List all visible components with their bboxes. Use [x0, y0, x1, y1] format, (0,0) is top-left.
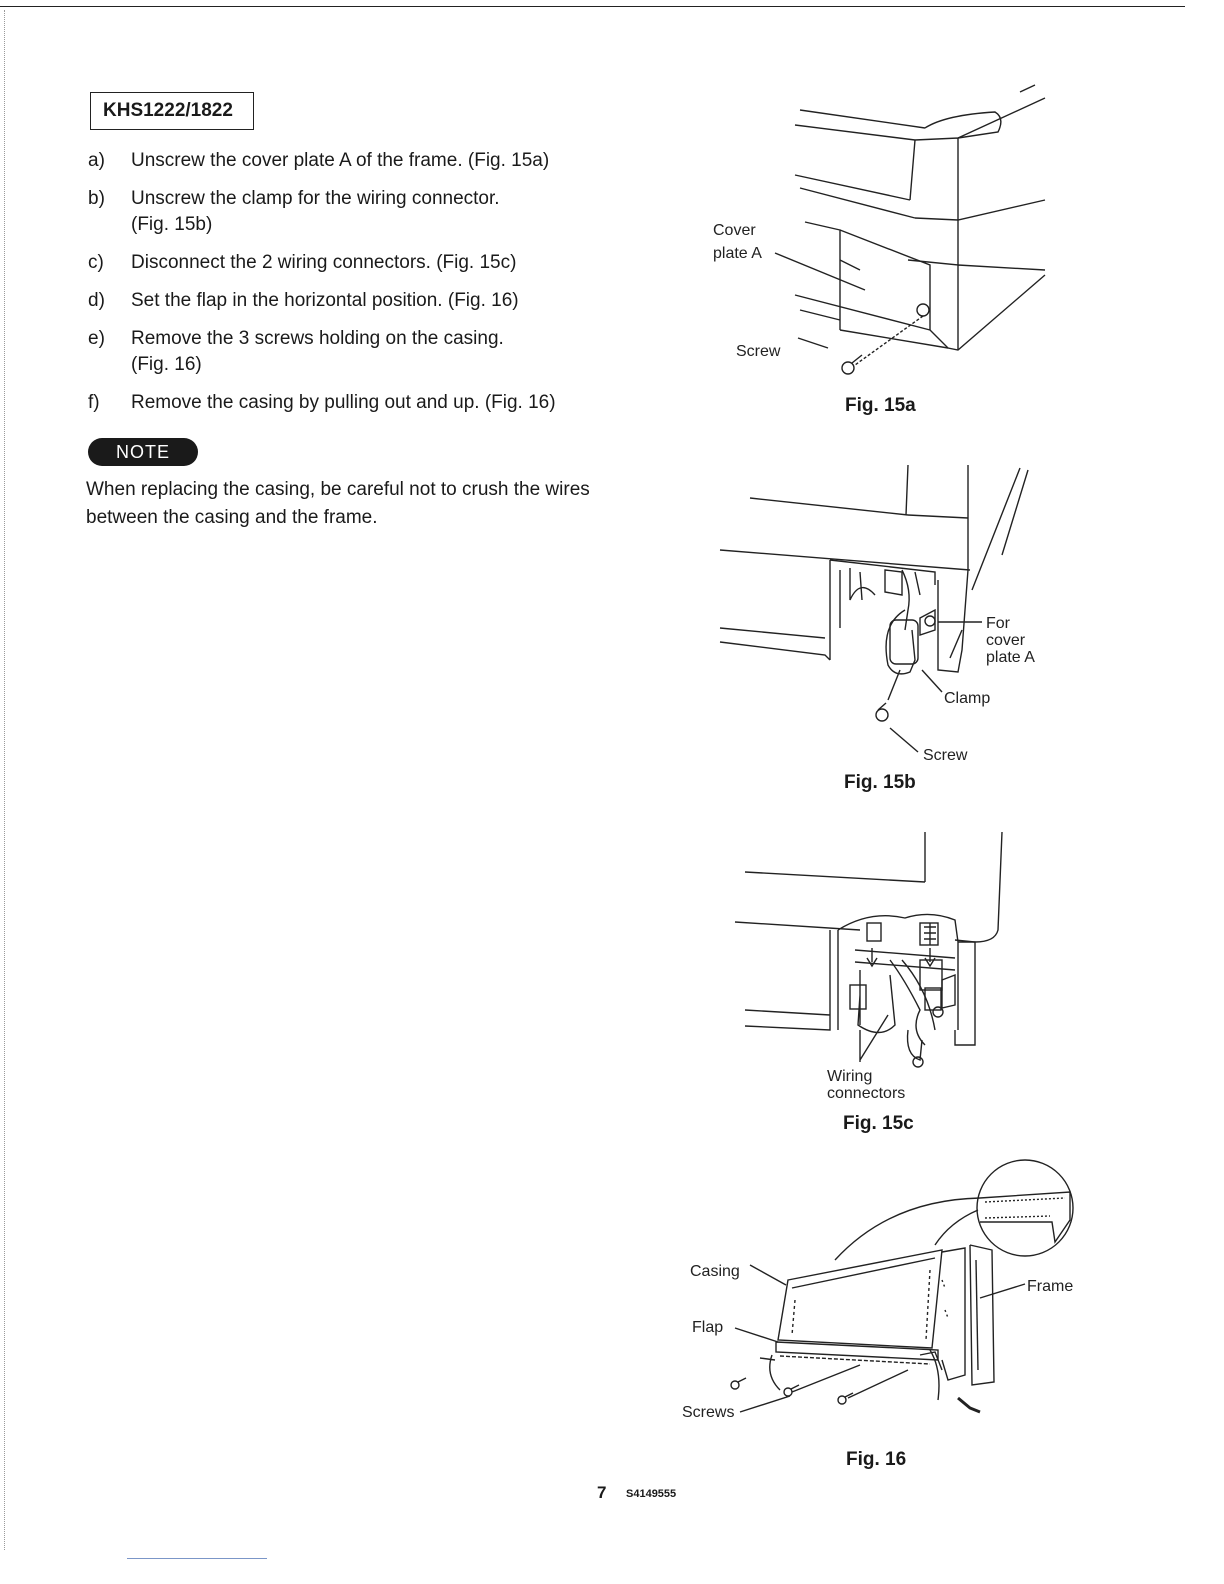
step-letter: f): [88, 392, 100, 413]
step-text: Set the flap in the horizontal position.…: [131, 290, 519, 311]
fig15b-caption: Fig. 15b: [844, 772, 916, 793]
step-d: d) Set the flap in the horizontal positi…: [88, 288, 608, 314]
fig15c-label-wiring: Wiring: [827, 1068, 873, 1085]
step-text: Remove the 3 screws holding on the casin…: [131, 328, 504, 375]
step-text: Disconnect the 2 wiring connectors. (Fig…: [131, 252, 517, 273]
fig15c-illustration: [734, 831, 1003, 1068]
fig15b-label-plate: plate A: [986, 649, 1035, 666]
fig15a-label-screw: Screw: [736, 343, 781, 360]
page-number: 7: [597, 1483, 607, 1502]
fig15a-label-cover: Cover: [713, 222, 756, 239]
fig16-caption: Fig. 16: [846, 1449, 907, 1470]
fig16-label-flap: Flap: [692, 1319, 724, 1336]
step-e: e) Remove the 3 screws holding on the ca…: [88, 326, 528, 378]
fig15c-caption: Fig. 15c: [843, 1113, 914, 1134]
fig15c-label-connectors: connectors: [827, 1085, 906, 1102]
fig15b-label-clamp: Clamp: [944, 690, 991, 707]
fig16-illustration: [730, 1159, 1074, 1414]
figure-15b: For cover plate A Clamp Screw Fig. 15b: [710, 460, 1050, 800]
step-text: Unscrew the cover plate A of the frame. …: [131, 150, 550, 171]
fig15b-label-screw: Screw: [923, 747, 968, 764]
bottom-rule: [127, 1558, 267, 1559]
instruction-list: a) Unscrew the cover plate A of the fram…: [88, 148, 608, 428]
figure-15a: Cover plate A Screw Fig. 15a: [700, 80, 1060, 420]
fig15a-illustration: [774, 84, 1046, 375]
fig15b-label-for: For: [986, 615, 1010, 632]
document-code: S4149555: [626, 1488, 677, 1500]
fig15b-label-cover: cover: [986, 632, 1026, 649]
step-text: Remove the casing by pulling out and up.…: [131, 392, 556, 413]
step-f: f) Remove the casing by pulling out and …: [88, 390, 608, 416]
figure-15c: Wiring connectors Fig. 15c: [730, 830, 1030, 1140]
fig15a-caption: Fig. 15a: [845, 395, 916, 416]
fig15b-illustration: [719, 464, 1029, 753]
fig15a-label-plate: plate A: [713, 245, 762, 262]
step-letter: e): [88, 328, 105, 349]
step-c: c) Disconnect the 2 wiring connectors. (…: [88, 250, 608, 276]
model-heading: KHS1222/1822: [90, 92, 254, 130]
fig16-label-frame: Frame: [1027, 1278, 1074, 1295]
note-badge: NOTE: [88, 438, 198, 466]
step-letter: a): [88, 150, 105, 171]
step-b: b) Unscrew the clamp for the wiring conn…: [88, 186, 528, 238]
top-rule: [0, 6, 1185, 7]
scan-edge: [4, 10, 5, 1550]
step-text: Unscrew the clamp for the wiring connect…: [131, 188, 500, 235]
step-letter: d): [88, 290, 105, 311]
step-letter: c): [88, 252, 104, 273]
fig16-label-casing: Casing: [690, 1263, 740, 1280]
fig16-label-screws: Screws: [682, 1404, 735, 1421]
step-a: a) Unscrew the cover plate A of the fram…: [88, 148, 608, 174]
note-text: When replacing the casing, be careful no…: [86, 479, 590, 528]
figure-16: Casing Flap Screws Frame Fig. 16: [680, 1159, 1100, 1480]
step-letter: b): [88, 188, 105, 209]
